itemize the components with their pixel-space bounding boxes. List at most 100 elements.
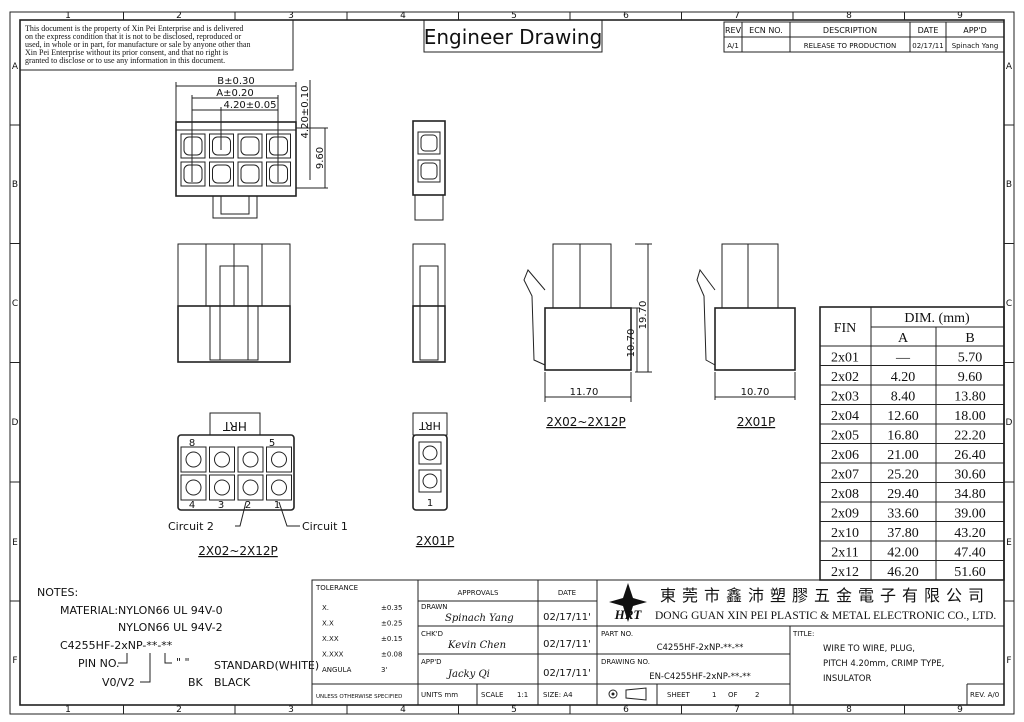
pin-no-label: PIN NO. (78, 657, 120, 670)
grid-column-label: 4 (400, 11, 406, 21)
pinout-view-single: HRT 1 2X01P (412, 412, 454, 548)
dim-w2: 10.70 (741, 387, 770, 398)
standard-code: " " (176, 656, 190, 669)
title-block: TOLERANCE X.±0.35X.X±0.25X.XX±0.15X.XXX±… (311, 579, 1005, 706)
dim-h1: 10.70 (626, 329, 637, 358)
material-1: NYLON66 UL 94V-0 (118, 604, 223, 617)
title-line-3: INSULATOR (823, 674, 871, 684)
grid-row-label: A (1006, 62, 1013, 72)
approvals-heading: APPROVALS (458, 589, 500, 597)
tolerance-value: ±0.08 (381, 651, 402, 659)
dim-b-cell: 26.40 (954, 448, 986, 463)
fin-cell: 2x02 (831, 370, 859, 385)
drawn-by: Spinach Yang (445, 613, 514, 624)
tolerance-format: X.XX (322, 635, 339, 643)
company-logo: HRT (609, 583, 647, 622)
fin-cell: 2x09 (831, 507, 859, 522)
approved-header: APP'D (963, 26, 986, 35)
disclaimer-line: used, in whole or in part, for manufactu… (25, 40, 250, 49)
tolerance-value: ±0.25 (381, 620, 402, 628)
part-no-label: PART NO. (601, 630, 633, 638)
grid-row-label: F (1006, 656, 1011, 666)
pin-terminal (214, 479, 230, 496)
grid-column-label: 6 (623, 11, 629, 21)
pin-terminal (271, 479, 287, 496)
pin-terminal (242, 451, 259, 468)
grid-column-label: 7 (734, 11, 740, 21)
dim-a-cell: 33.60 (887, 507, 919, 522)
grid-column-label: 5 (511, 11, 517, 21)
grid-column-label: 8 (846, 705, 852, 715)
cavity-terminal (240, 164, 260, 184)
notes: NOTES: MATERIAL: NYLON66 UL 94V-0 NYLON6… (37, 586, 319, 689)
tolerance-format: ANGULA (322, 666, 352, 674)
side-view-single: 10.70 2X01P (696, 243, 796, 429)
sheet-total: 2 (755, 691, 759, 699)
cavity-terminal (240, 136, 260, 156)
dim-row-pitch: 4.20±0.10 (300, 86, 311, 139)
pin-cavity (237, 474, 264, 501)
dim-a-cell: 42.00 (887, 546, 919, 561)
title-box (423, 19, 603, 53)
grid-row-label: A (12, 62, 19, 72)
circuit-1-label: Circuit 1 (302, 520, 348, 533)
cavity (180, 133, 206, 159)
cavity (237, 161, 263, 187)
fin-header: FIN (834, 321, 857, 336)
revision-value: REV. A/0 (970, 691, 999, 699)
dim-a-cell: 8.40 (891, 390, 916, 405)
grid-column-label: 9 (957, 705, 963, 715)
disclaimer-line: granted to disclose or to use any inform… (25, 56, 225, 65)
pin-terminal (214, 451, 230, 468)
disclaimer-box (19, 19, 294, 71)
pin-cavity (266, 474, 292, 501)
checked-date: 02/17/11' (543, 639, 591, 650)
disclaimer-line: on the express condition that it is not … (25, 32, 242, 41)
cavity (209, 161, 234, 187)
dim-a-cell: — (895, 351, 911, 366)
black-code: BK (188, 676, 204, 689)
grid-row-label: D (12, 418, 19, 428)
top-view-single (412, 120, 446, 221)
tolerance-heading: TOLERANCE (315, 584, 358, 592)
grid-row-label: D (1006, 418, 1013, 428)
fin-cell: 2x03 (831, 390, 859, 405)
description-header: DESCRIPTION (823, 26, 877, 35)
cavity-terminal (183, 164, 203, 184)
date-value: 02/17/11 (912, 42, 943, 50)
company-name-chinese: 東莞市鑫沛塑膠五金電子有限公司 (660, 586, 990, 605)
material-2: NYLON66 UL 94V-2 (118, 621, 223, 634)
dim-b-cell: 43.20 (954, 526, 986, 541)
single-pin-label: 1 (427, 498, 433, 509)
black-label: BLACK (214, 676, 251, 689)
dim-b-cell: 18.00 (954, 409, 986, 424)
dim-pitch: 4.20±0.05 (224, 100, 277, 111)
rev-value: A/1 (727, 42, 739, 50)
notes-heading: NOTES: (37, 586, 78, 599)
disclaimer-line: This document is the property of Xin Pei… (25, 24, 243, 33)
dim-a-cell: 12.60 (887, 409, 919, 424)
pin-cavity (180, 446, 207, 473)
sheet-of: OF (728, 691, 738, 699)
units: UNITS mm (421, 691, 458, 699)
approved-date: 02/17/11' (543, 668, 591, 679)
fin-cell: 2x06 (831, 448, 859, 463)
side-view-single-label: 2X01P (737, 415, 775, 429)
dim-h2: 19.70 (638, 301, 649, 330)
grid-row-label: E (12, 538, 18, 548)
fin-cell: 2x07 (831, 468, 859, 483)
grid-column-label: 3 (288, 705, 294, 715)
grid-row-label: F (12, 656, 17, 666)
cavity (237, 133, 263, 159)
standard-label: STANDARD(WHITE) (214, 659, 319, 672)
pinout-single-label: 2X01P (416, 534, 454, 548)
pin-label-3: 3 (218, 500, 224, 511)
title-line-1: WIRE TO WIRE, PLUG, (823, 644, 915, 654)
grid-column-label: 7 (734, 705, 740, 715)
pinout-multi-label: 2X02~2X12P (198, 544, 278, 558)
page-title: Engineer Drawing (424, 25, 603, 49)
title-label: TITLE: (792, 630, 814, 638)
pin-cavity (209, 446, 235, 473)
